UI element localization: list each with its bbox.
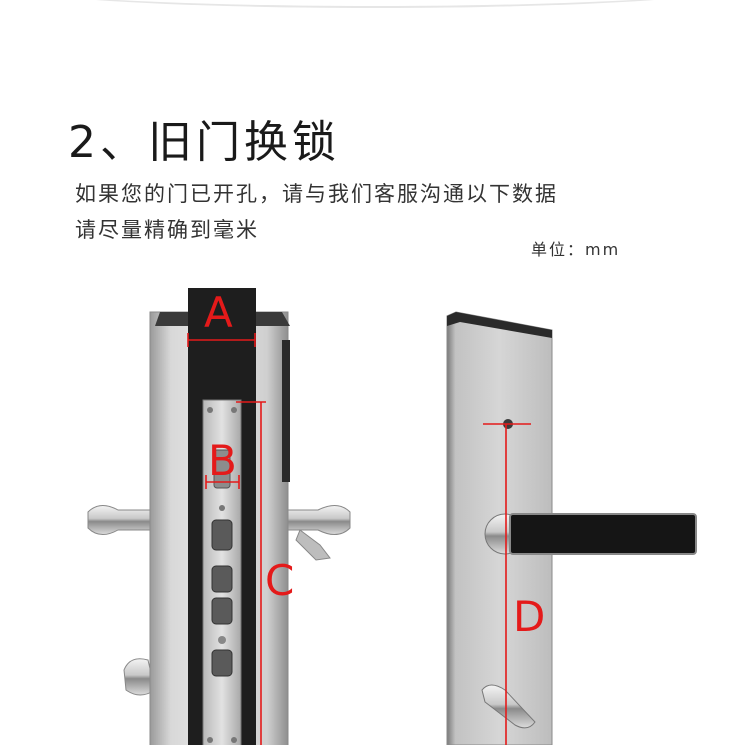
right-lever-handle [281,505,351,535]
top-divider-arc [0,0,750,8]
dimension-lines [187,333,531,745]
right-lock [446,311,697,745]
instruction-line-1: 如果您的门已开孔，请与我们客服沟通以下数据 [75,182,558,206]
instruction-line-2: 请尽量精确到毫米 [75,218,259,242]
instruction-text: 如果您的门已开孔，请与我们客服沟通以下数据 请尽量精确到毫米 [75,176,558,248]
left-lever-handle [87,505,153,535]
section-title: 2、旧门换锁 [68,117,340,168]
latch-bolt [213,449,231,489]
unit-label: 单位：mm [531,240,621,259]
left-lock [87,288,351,745]
black-lever-handle [509,513,697,555]
dimension-label-b: B [208,436,237,485]
dimension-label-d: D [513,592,546,641]
dimension-label-c: C [265,556,295,605]
right-lever-neck [295,529,331,561]
dimension-label-a: A [204,288,233,337]
bottom-thumbturn [481,684,536,729]
